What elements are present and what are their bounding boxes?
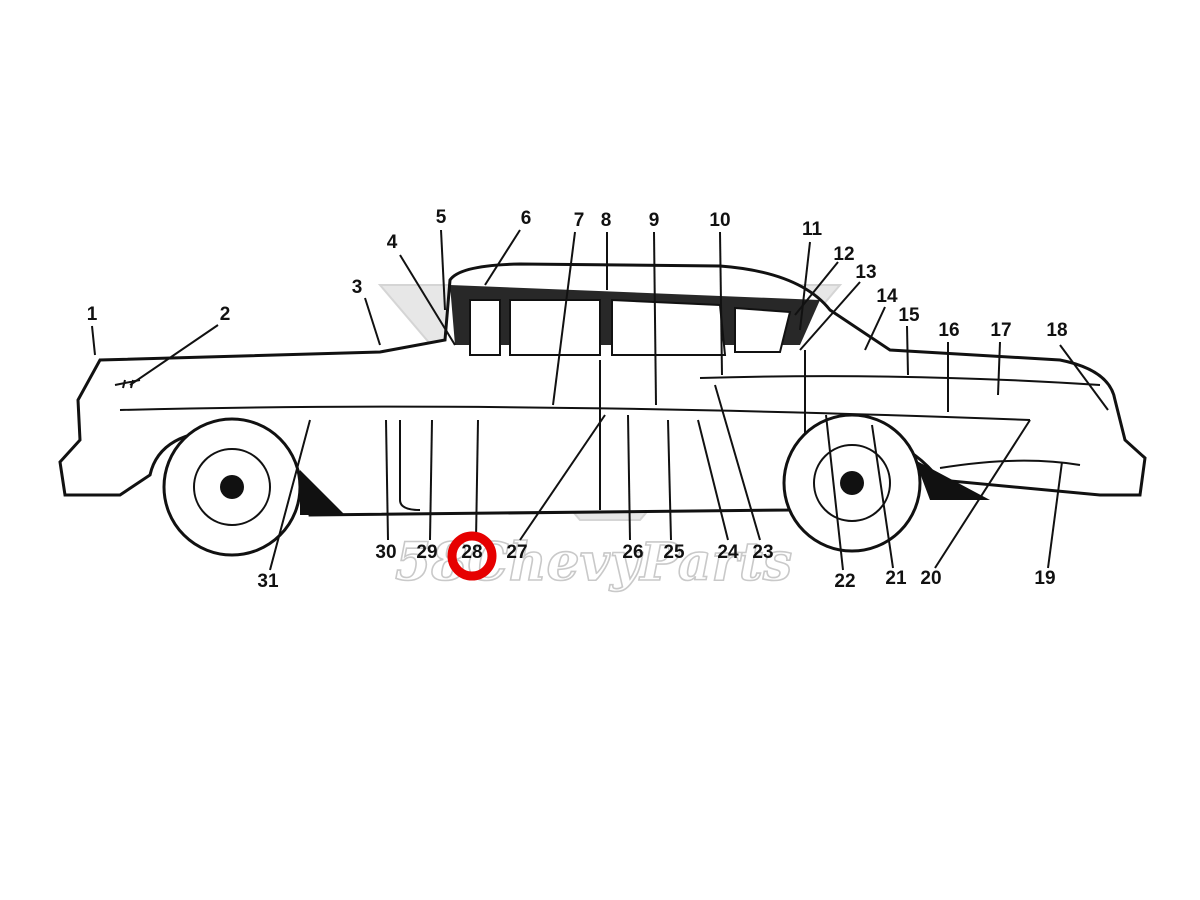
leader-line-4 [399,254,456,346]
highlight-ring [447,531,497,581]
leader-line-6 [484,229,521,286]
leader-line-3 [364,297,381,346]
callout-label-8: 8 [601,210,612,231]
car-body [58,262,1147,557]
callout-label-7: 7 [574,210,585,231]
callout-label-30: 30 [375,542,396,563]
callout-label-12: 12 [833,244,854,265]
leader-line-19 [1047,461,1063,569]
leader-line-14 [864,306,886,351]
leader-line-20 [934,419,1031,569]
leader-line-13 [799,281,861,351]
callout-label-27: 27 [506,542,527,563]
callout-label-14: 14 [876,286,898,307]
callout-label-25: 25 [663,542,685,563]
callout-label-15: 15 [898,305,920,326]
callout-label-16: 16 [938,320,959,341]
callout-label-24: 24 [717,542,739,563]
leader-line-11 [799,241,811,331]
callout-label-31: 31 [257,571,279,592]
callout-label-5: 5 [436,207,447,228]
callout-label-23: 23 [752,542,773,563]
callout-label-11: 11 [802,219,823,240]
callout-leader-lines [91,229,1109,571]
leader-line-10 [719,231,723,376]
leader-line-15 [906,325,909,376]
callout-label-28: 28 [461,542,482,563]
leader-line-17 [997,341,1001,396]
leader-line-26 [627,414,631,541]
leader-line-30 [385,419,389,541]
leader-line-1 [91,325,96,356]
callout-label-26: 26 [622,542,643,563]
callout-label-22: 22 [834,571,855,592]
callout-label-19: 19 [1034,568,1055,589]
leader-line-29 [429,419,433,541]
callout-label-10: 10 [709,210,730,231]
leader-line-12 [794,261,839,316]
callout-label-13: 13 [855,262,876,283]
leader-line-7 [552,231,576,406]
callout-label-4: 4 [387,232,398,253]
callout-label-29: 29 [416,542,437,563]
leader-line-25 [667,419,672,541]
leader-line-22 [825,414,844,571]
leader-line-18 [1059,344,1109,411]
callout-label-3: 3 [352,277,363,298]
leader-line-28 [475,419,479,541]
leader-line-2 [129,324,219,386]
callout-label-2: 2 [220,304,231,325]
callout-label-6: 6 [521,208,532,229]
leader-line-5 [440,229,446,311]
callout-label-17: 17 [990,320,1011,341]
callout-label-20: 20 [920,568,941,589]
leader-line-24 [697,419,729,541]
leader-line-31 [269,419,311,571]
callout-label-21: 21 [885,568,907,589]
callout-label-1: 1 [87,304,98,325]
leader-line-27 [519,414,606,541]
callout-label-9: 9 [649,210,660,231]
leader-line-23 [714,384,761,541]
leader-line-21 [871,424,894,569]
callout-label-18: 18 [1046,320,1067,341]
leader-line-9 [653,231,657,406]
